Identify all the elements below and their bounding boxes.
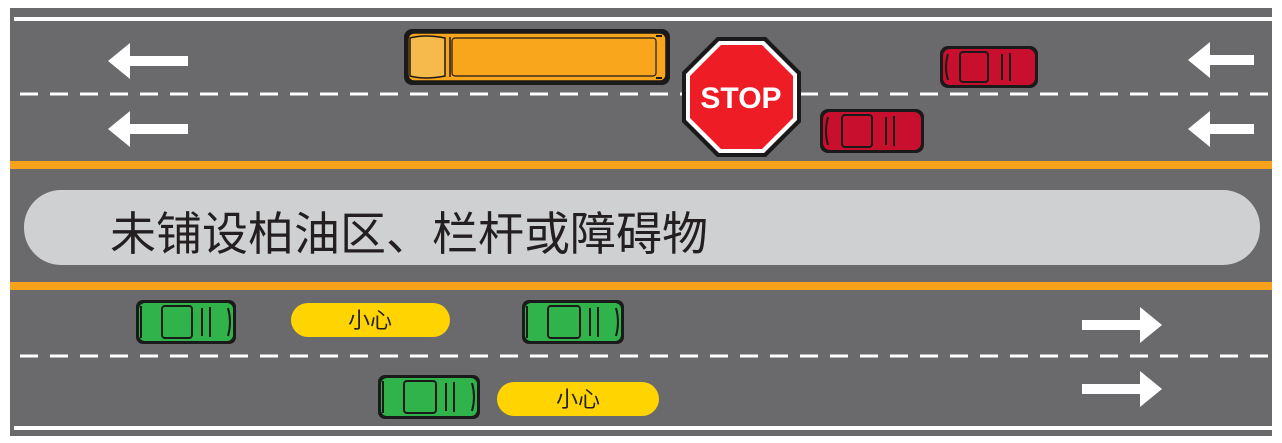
median-label: 未铺设柏油区、栏杆或障碍物 [110,207,708,261]
median-island [24,190,1260,265]
green-car [522,300,624,344]
red-car [940,46,1038,88]
red-car [820,109,924,153]
bottom-edge-line [14,426,1272,430]
right-arrow-icon [1082,371,1162,407]
caution-label-text: 小心 [348,309,392,334]
caution-label-text: 小心 [556,388,600,413]
left-arrow-icon [1188,111,1254,147]
caution-label: 小心 [497,382,659,416]
upper-yellow-line [10,161,1272,169]
left-arrow-icon [108,111,188,147]
stop-sign: STOP [682,37,801,157]
green-car [378,375,480,419]
right-arrow-icon [1082,307,1162,343]
left-arrow-icon [1188,42,1254,78]
school-bus [404,29,670,85]
lower-yellow-line [10,282,1272,290]
top-edge-line [14,17,1272,21]
caution-label: 小心 [291,303,450,337]
green-car [136,300,236,344]
stop-sign-text: STOP [700,82,781,115]
left-arrow-icon [108,43,188,79]
